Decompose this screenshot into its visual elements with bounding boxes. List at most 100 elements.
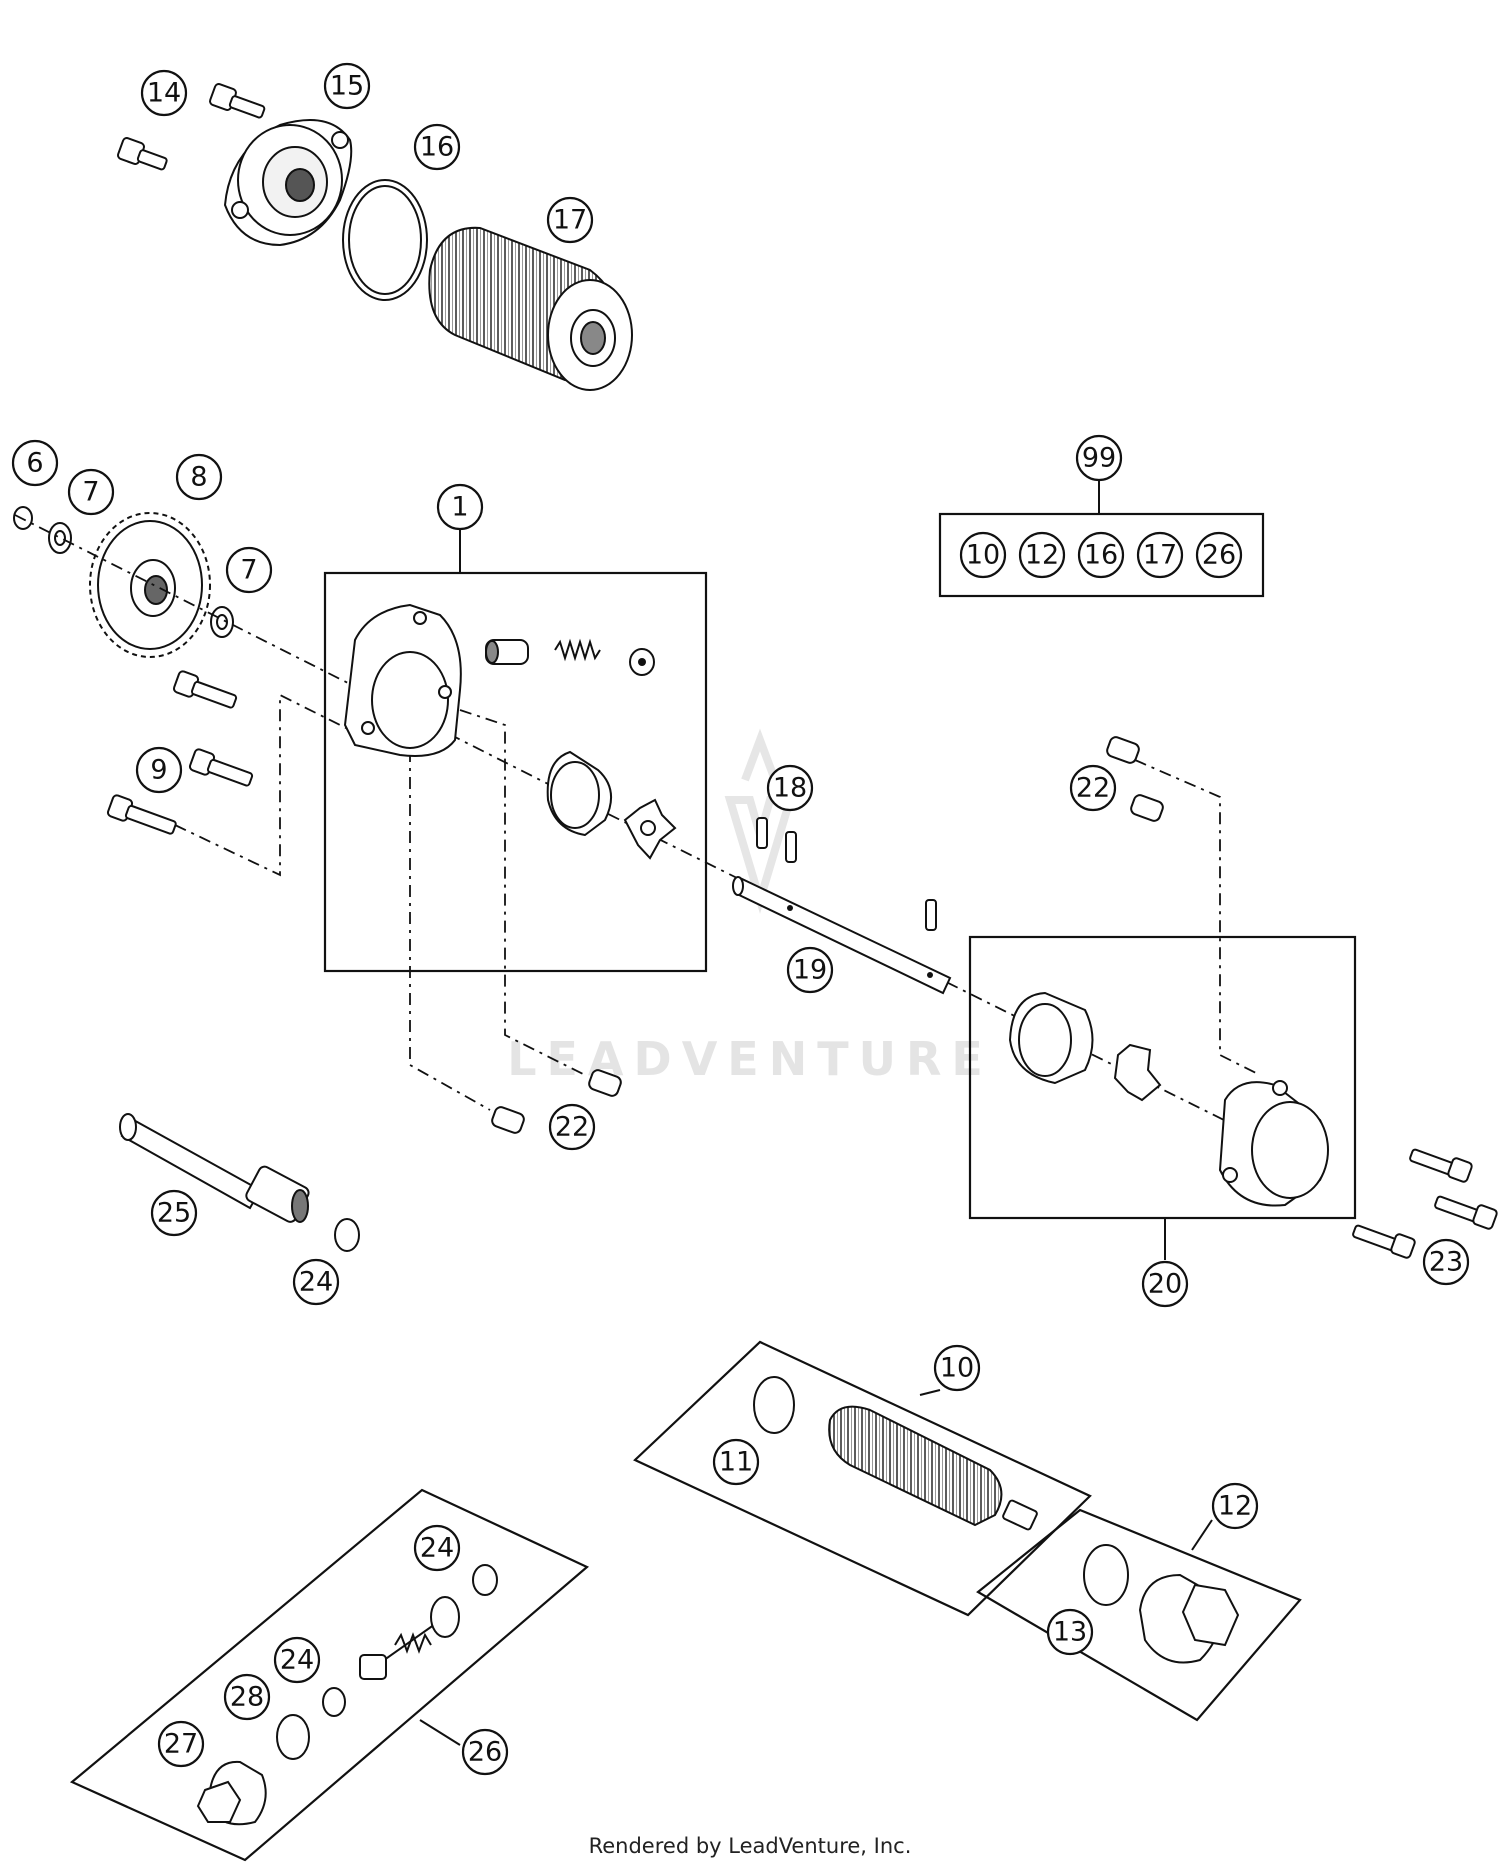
screw-plug-12 xyxy=(1138,1573,1240,1664)
filter-cover-15 xyxy=(223,119,353,247)
bolt-23b xyxy=(1434,1195,1498,1230)
kit-item-16: 16 xyxy=(1077,531,1125,579)
pump-valve-piston xyxy=(485,639,529,665)
scavenge-inner-rotor xyxy=(1113,1043,1162,1102)
callout-17: 17 xyxy=(546,196,594,244)
svg-text:7: 7 xyxy=(240,555,257,586)
kit-99: 99 10 12 16 17 26 xyxy=(938,434,1265,598)
kit-item-26: 26 xyxy=(1195,531,1243,579)
callout-14: 14 xyxy=(140,69,188,117)
callout-11: 11 xyxy=(712,1438,760,1486)
scavenge-pump-cover xyxy=(1218,1080,1329,1207)
svg-text:24: 24 xyxy=(299,1267,333,1298)
callout-19: 19 xyxy=(786,946,834,994)
svg-text:6: 6 xyxy=(26,448,43,479)
svg-text:10: 10 xyxy=(940,1353,974,1384)
pump-valve-plug xyxy=(629,648,655,676)
callouts: 14 15 16 17 6 7 8 7 1 9 18 22 19 22 25 2… xyxy=(11,62,1470,1776)
svg-text:27: 27 xyxy=(164,1729,198,1760)
circlip-6 xyxy=(13,506,33,530)
callout-7b: 7 xyxy=(225,546,273,594)
bolt-23a xyxy=(1409,1148,1473,1183)
axis-bolts-9 xyxy=(174,693,351,877)
pump-shaft-19 xyxy=(732,876,952,995)
svg-text:1: 1 xyxy=(451,492,468,523)
kit-item-10: 10 xyxy=(959,531,1007,579)
o-ring-16 xyxy=(342,179,428,301)
kit-99-box xyxy=(938,512,1265,598)
callout-10: 10 xyxy=(933,1344,981,1392)
oil-filter-17 xyxy=(428,226,633,391)
watermark-text: LEADVENTURE xyxy=(507,1032,993,1086)
pins-18 xyxy=(756,817,937,931)
washer-7a xyxy=(48,522,72,554)
axis-left-gears xyxy=(14,514,561,791)
o-ring-28 xyxy=(276,1714,310,1760)
svg-text:7: 7 xyxy=(82,477,99,508)
callout-16: 16 xyxy=(413,123,461,171)
callout-22b: 22 xyxy=(548,1103,596,1151)
o-ring-13 xyxy=(1083,1544,1129,1606)
footer-credit: Rendered by LeadVenture, Inc. xyxy=(589,1834,912,1858)
pump-assembly-1-box xyxy=(323,571,708,973)
svg-text:12: 12 xyxy=(1025,540,1059,571)
svg-text:25: 25 xyxy=(157,1198,191,1229)
svg-text:16: 16 xyxy=(420,132,454,163)
callout-15: 15 xyxy=(323,62,371,110)
callout-24b: 24 xyxy=(413,1524,461,1572)
svg-text:14: 14 xyxy=(147,78,181,109)
svg-text:17: 17 xyxy=(1143,540,1177,571)
svg-text:15: 15 xyxy=(330,71,364,102)
bolt-9a xyxy=(172,670,238,709)
bolt-23c xyxy=(1352,1224,1416,1259)
o-ring-24c xyxy=(322,1687,346,1717)
svg-text:11: 11 xyxy=(719,1447,753,1478)
bolt-14a xyxy=(117,137,168,171)
callout-22a: 22 xyxy=(1069,764,1117,812)
o-ring-24b xyxy=(472,1564,498,1596)
callout-13: 13 xyxy=(1046,1608,1094,1656)
bolts-9 xyxy=(106,670,254,835)
bolt-9b xyxy=(188,748,254,787)
pump-valve-spring xyxy=(554,638,601,662)
axis-pin-22-upper xyxy=(1134,759,1261,1076)
o-ring-11 xyxy=(753,1376,795,1434)
callout-20: 20 xyxy=(1141,1260,1189,1308)
callout-26: 26 xyxy=(461,1728,509,1776)
svg-text:26: 26 xyxy=(468,1737,502,1768)
pump-assembly-20-box xyxy=(968,935,1357,1220)
callout-18: 18 xyxy=(766,764,814,812)
svg-text:8: 8 xyxy=(190,462,207,493)
bolts-14 xyxy=(117,83,266,171)
axis-pin-22-lower-left xyxy=(409,750,491,1111)
bolt-14b xyxy=(209,83,266,119)
kit-item-17: 17 xyxy=(1136,531,1184,579)
watermark: LEADVENTURE xyxy=(507,728,993,1086)
svg-text:18: 18 xyxy=(773,773,807,804)
svg-text:19: 19 xyxy=(793,955,827,986)
pins-22-upper xyxy=(1106,736,1164,822)
svg-text:22: 22 xyxy=(1076,773,1110,804)
callout-9: 9 xyxy=(135,746,183,794)
svg-text:24: 24 xyxy=(280,1645,314,1676)
callout-12: 12 xyxy=(1211,1482,1259,1530)
screen-filter-10 xyxy=(828,1405,1038,1531)
callout-25: 25 xyxy=(150,1189,198,1237)
callout-24c: 24 xyxy=(273,1636,321,1684)
svg-text:12: 12 xyxy=(1218,1491,1252,1522)
callout-27: 27 xyxy=(157,1720,205,1768)
regulator-valve xyxy=(359,1596,460,1680)
callout-99-label: 99 xyxy=(1082,443,1116,474)
pump-outer-rotor xyxy=(546,750,613,837)
bolt-9c xyxy=(106,794,177,835)
o-ring-24a xyxy=(334,1218,360,1252)
callout-6: 6 xyxy=(11,439,59,487)
kit-item-12: 12 xyxy=(1018,531,1066,579)
callout-28: 28 xyxy=(223,1673,271,1721)
scavenge-outer-rotor xyxy=(1008,991,1094,1085)
svg-text:17: 17 xyxy=(553,205,587,236)
regulator-26-box xyxy=(69,1488,590,1862)
plug-27 xyxy=(196,1760,267,1826)
svg-text:9: 9 xyxy=(150,755,167,786)
screen-filter-10-box xyxy=(633,1340,1092,1617)
